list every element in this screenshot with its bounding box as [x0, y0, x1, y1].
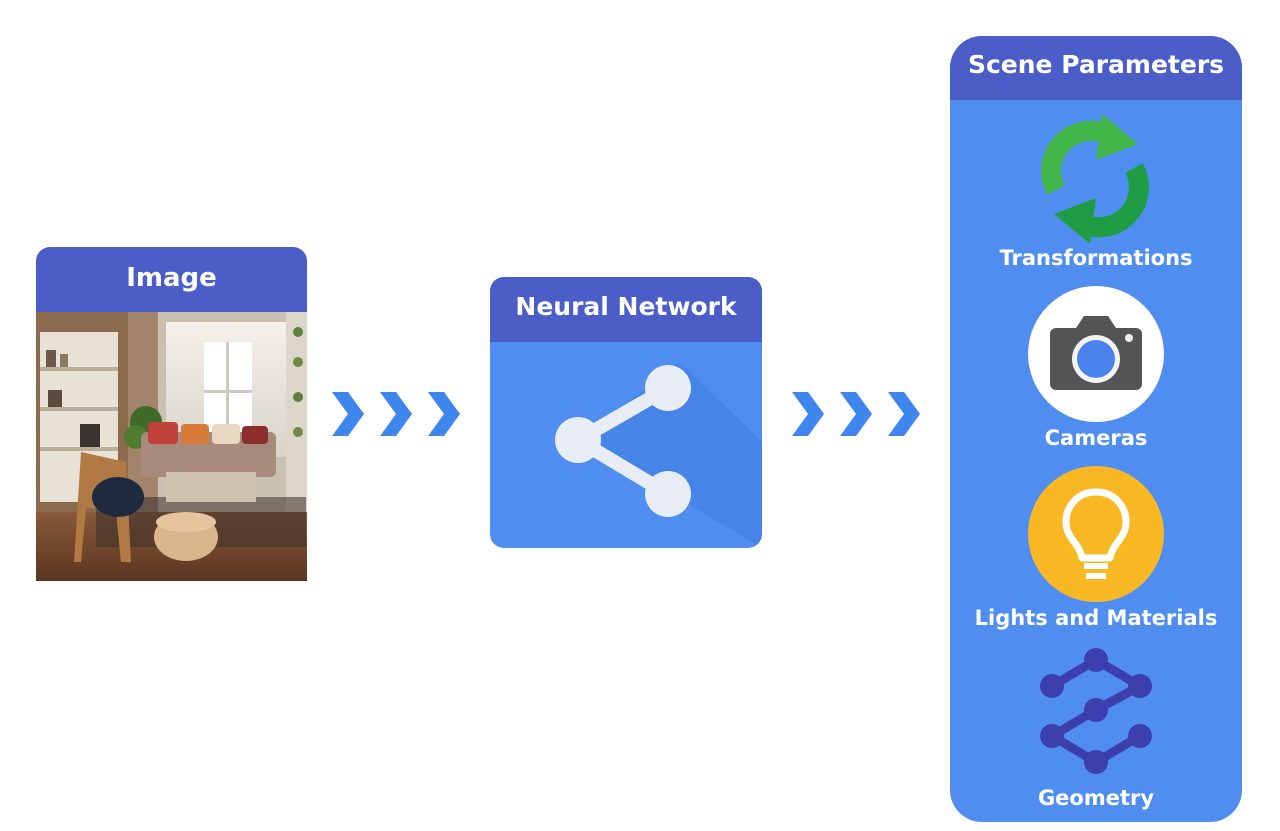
transformations-label: Transformations: [999, 246, 1193, 270]
chevron-icon: [428, 392, 460, 436]
refresh-arrows-icon: [1041, 114, 1149, 243]
living-room-photo: [36, 312, 307, 581]
chevron-icon: [380, 392, 412, 436]
chevron-icon: [840, 392, 872, 436]
neural-network-panel: Neural Network: [490, 277, 762, 548]
lightbulb-icon: [1028, 466, 1164, 602]
flow-arrows-left: [332, 392, 460, 436]
geometry-label: Geometry: [1037, 786, 1155, 810]
scene-parameters-title: Scene Parameters: [950, 36, 1242, 100]
chevron-icon: [888, 392, 920, 436]
flow-arrows-right: [792, 392, 920, 436]
chevron-icon: [332, 392, 364, 436]
neural-network-title: Neural Network: [490, 277, 762, 342]
cameras-label: Cameras: [1044, 426, 1148, 450]
chevron-icon: [792, 392, 824, 436]
image-panel-title: Image: [36, 247, 307, 312]
scene-parameters-panel: Scene Parameters Transformations Cameras…: [950, 36, 1242, 822]
camera-icon: [1028, 286, 1164, 422]
lights-and-materials-label: Lights and Materials: [974, 606, 1218, 630]
share-icon: [555, 362, 762, 548]
image-panel: Image: [36, 247, 307, 581]
mesh-graph-icon: [1040, 648, 1152, 774]
